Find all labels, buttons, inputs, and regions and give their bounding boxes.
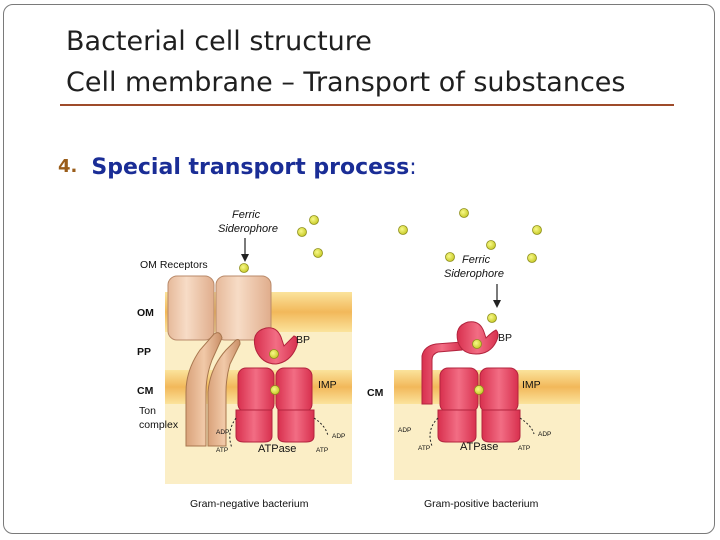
imp-transporter bbox=[479, 367, 519, 413]
label-atp: ATP bbox=[316, 447, 328, 454]
label-bp: BP bbox=[498, 332, 512, 344]
siderophore-dot bbox=[532, 225, 542, 235]
gram-negative-panel: Ferric Siderophore OM Receptors OM PP CM… bbox=[137, 209, 352, 510]
siderophore-dot bbox=[486, 240, 496, 250]
label-atpase: ATPase bbox=[258, 443, 296, 455]
label-imp: IMP bbox=[318, 379, 337, 391]
siderophore-dot bbox=[487, 313, 497, 323]
label-bp: BP bbox=[296, 334, 310, 346]
caption-gram-positive: Gram-positive bacterium bbox=[424, 498, 539, 510]
siderophore-dot bbox=[459, 208, 469, 218]
siderophore-dot bbox=[472, 339, 482, 349]
siderophore-dot bbox=[270, 385, 280, 395]
adp-atp-arrow bbox=[313, 417, 329, 437]
label-pp: PP bbox=[137, 346, 151, 358]
entry-arrow-head bbox=[493, 300, 501, 308]
label-siderophore: Siderophore bbox=[218, 223, 278, 235]
label-adp: ADP bbox=[538, 431, 551, 438]
entry-arrow-head bbox=[241, 254, 249, 262]
binding-protein bbox=[456, 321, 499, 355]
imp-transporter bbox=[237, 367, 275, 413]
siderophore-dot bbox=[239, 263, 249, 273]
label-siderophore: Siderophore bbox=[444, 268, 504, 280]
imp-transporter bbox=[275, 367, 313, 413]
label-ton: Ton bbox=[139, 405, 156, 417]
atpase bbox=[481, 409, 521, 443]
siderophore-dot bbox=[527, 253, 537, 263]
label-atp: ATP bbox=[518, 445, 530, 452]
lipoprotein-anchor bbox=[421, 341, 463, 405]
gram-positive-panel: Ferric Siderophore BP IMP CM ADP ATP ATP… bbox=[367, 208, 580, 510]
slide-frame bbox=[3, 4, 715, 534]
atpase bbox=[277, 409, 315, 443]
adp-atp-arrow bbox=[519, 417, 535, 435]
atpase bbox=[235, 409, 273, 443]
imp-transporter bbox=[439, 367, 479, 413]
siderophore-dot bbox=[445, 252, 455, 262]
siderophore-dot bbox=[269, 349, 279, 359]
label-atp: ATP bbox=[216, 447, 228, 454]
label-adp: ADP bbox=[398, 427, 411, 434]
adp-atp-arrow bbox=[229, 417, 237, 449]
ton-complex bbox=[207, 339, 241, 447]
label-atpase: ATPase bbox=[460, 441, 498, 453]
siderophore-dot bbox=[297, 227, 307, 237]
om-receptor bbox=[167, 275, 215, 341]
bullet-text: Special transport process bbox=[91, 155, 410, 180]
binding-protein bbox=[253, 327, 299, 365]
siderophore-dot bbox=[309, 215, 319, 225]
label-ferric: Ferric bbox=[232, 209, 261, 221]
label-om: OM bbox=[137, 307, 154, 319]
bullet-number: 4. bbox=[58, 156, 78, 177]
ton-complex bbox=[185, 332, 223, 447]
atpase bbox=[437, 409, 477, 443]
label-ferric: Ferric bbox=[462, 254, 491, 266]
label-adp: ADP bbox=[216, 429, 229, 436]
label-cm: CM bbox=[367, 387, 384, 399]
label-complex: complex bbox=[139, 419, 179, 431]
label-adp: ADP bbox=[332, 433, 345, 440]
siderophore-dot bbox=[313, 248, 323, 258]
bullet-colon: : bbox=[409, 155, 417, 180]
label-imp: IMP bbox=[522, 379, 541, 391]
om-receptor bbox=[215, 275, 272, 341]
title-divider bbox=[60, 104, 674, 106]
slide-subtitle: Cell membrane – Transport of substances bbox=[66, 67, 626, 98]
label-cm: CM bbox=[137, 385, 154, 397]
label-om-receptors: OM Receptors bbox=[140, 259, 208, 271]
label-atp: ATP bbox=[418, 445, 430, 452]
siderophore-dot bbox=[474, 385, 484, 395]
caption-gram-negative: Gram-negative bacterium bbox=[190, 498, 309, 510]
siderophore-dot bbox=[398, 225, 408, 235]
slide-title: Bacterial cell structure bbox=[66, 26, 372, 57]
bullet-point: 4. Special transport process: bbox=[58, 155, 417, 180]
